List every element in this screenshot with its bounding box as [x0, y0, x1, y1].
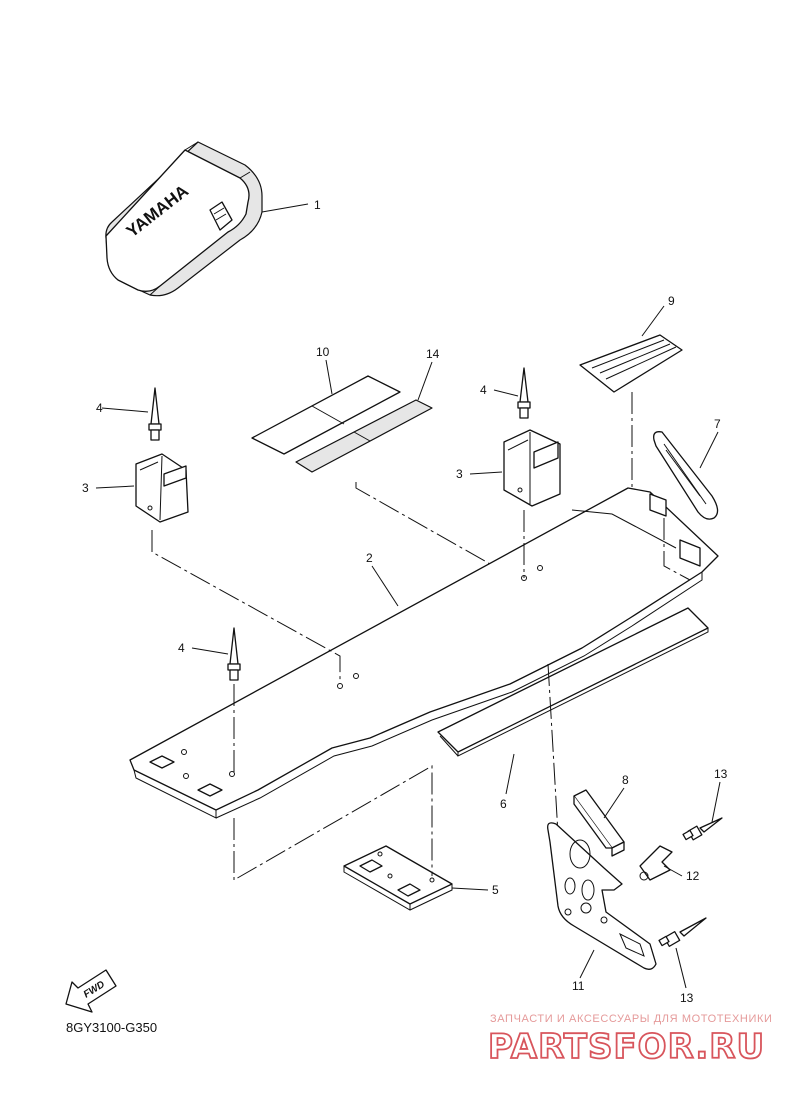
- side-plate-part-11: [547, 822, 657, 970]
- callout-10: 10: [316, 345, 330, 359]
- callout-6: 6: [500, 797, 507, 811]
- watermark-site: PARTSFOR.RU: [488, 1027, 765, 1067]
- callout-7: 7: [714, 417, 721, 431]
- clip-part-12: [639, 845, 673, 881]
- fwd-arrow-icon: FWD: [65, 969, 117, 1013]
- bracket-part-3-right: [503, 429, 561, 507]
- callout-13-lower: 13: [680, 991, 694, 1005]
- diagram-code: 8GY3100-G350: [66, 1020, 157, 1035]
- decal-part-10: [251, 375, 401, 455]
- cover-part: YAMAHA: [105, 141, 263, 297]
- callout-5: 5: [492, 883, 499, 897]
- callout-9: 9: [668, 294, 675, 308]
- pin-part-4-middle: [227, 627, 241, 681]
- plate-part-5: [343, 845, 453, 911]
- callout-12: 12: [686, 869, 700, 883]
- block-part-8: [573, 789, 625, 857]
- callout-4-right: 4: [480, 383, 487, 397]
- pin-part-4-right: [517, 367, 531, 419]
- callout-1: 1: [314, 198, 321, 212]
- pin-part-4-left: [148, 387, 162, 441]
- pad-part-9: [579, 334, 683, 393]
- callout-11: 11: [572, 979, 585, 993]
- callout-14: 14: [426, 347, 440, 361]
- callout-13-upper: 13: [714, 767, 728, 781]
- callout-4-middle: 4: [178, 641, 185, 655]
- callout-3-left: 3: [82, 481, 89, 495]
- callout-2: 2: [366, 551, 373, 565]
- decal-part-14: [295, 399, 433, 473]
- callout-4-left: 4: [96, 401, 103, 415]
- rivet-part-13-upper: [682, 817, 723, 841]
- callout-3-right: 3: [456, 467, 463, 481]
- lower-board-part-6: [437, 607, 709, 757]
- bracket-part-3-left: [135, 453, 189, 523]
- handle-part-7: [653, 431, 719, 520]
- main-board-part-2: [129, 487, 719, 819]
- watermark-tagline: ЗАПЧАСТИ И АКСЕССУАРЫ ДЛЯ МОТОТЕХНИКИ: [490, 1013, 772, 1025]
- rivet-part-13-lower: [658, 917, 707, 947]
- callout-8: 8: [622, 773, 629, 787]
